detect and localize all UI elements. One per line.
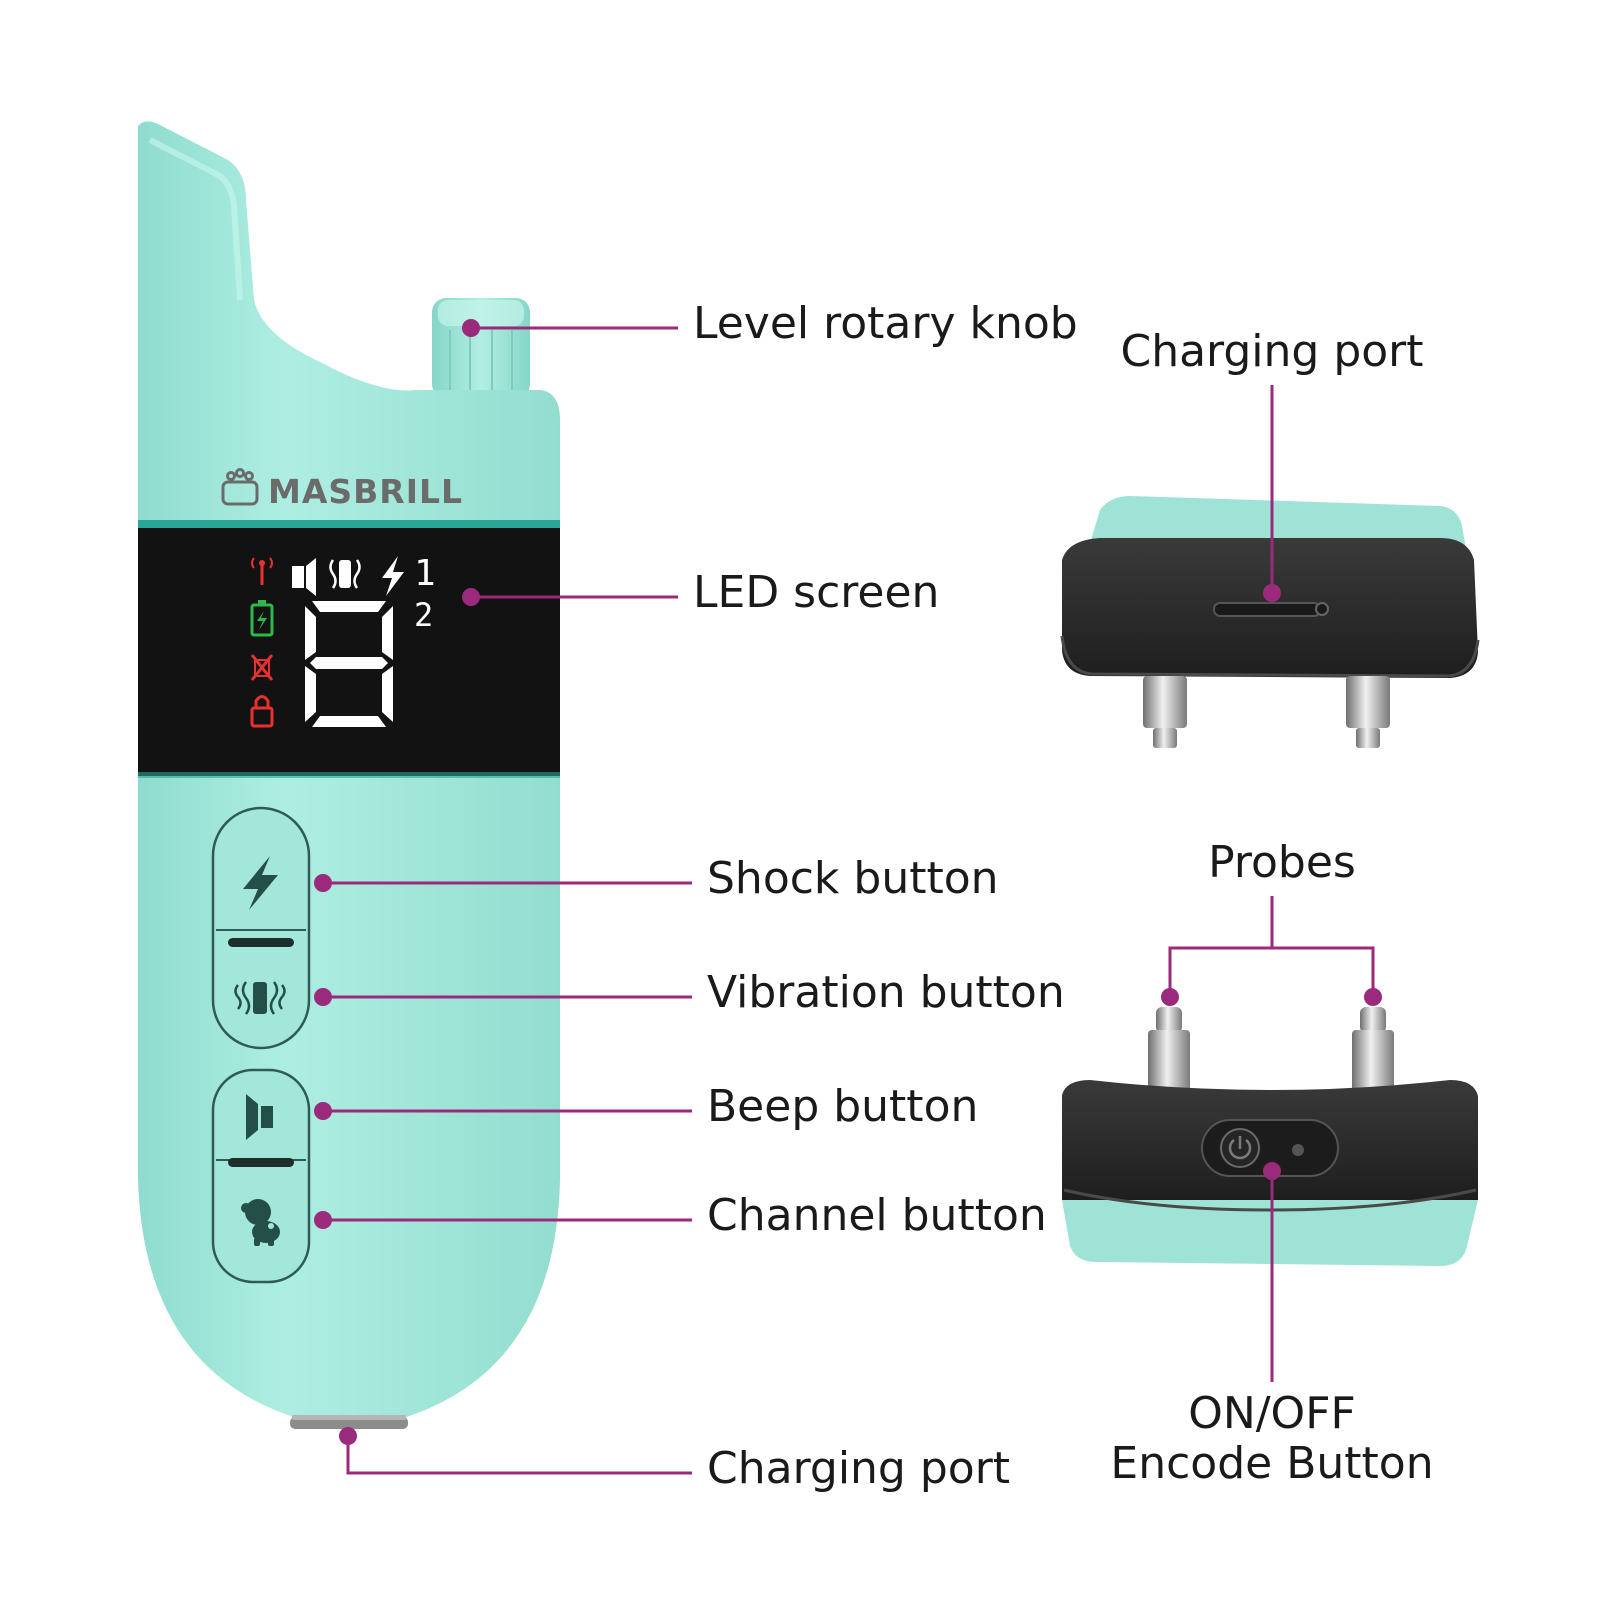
level-rotary-knob[interactable] xyxy=(432,298,530,398)
callout-lines xyxy=(314,319,1382,1475)
probe-right-top xyxy=(1346,676,1390,748)
lock-icon xyxy=(250,695,274,728)
channel-1-indicator: 1 xyxy=(414,553,436,594)
beep-channel-button-group xyxy=(211,1068,311,1284)
collar-bottom-view xyxy=(1062,1007,1478,1266)
label-encode-button: Encode Button xyxy=(1110,1438,1434,1489)
vibration-icon xyxy=(234,981,286,1015)
shock-mode-icon xyxy=(382,556,404,596)
collar-charging-port[interactable] xyxy=(1213,602,1329,617)
beep-button[interactable] xyxy=(216,1074,306,1156)
collar-top-view xyxy=(1060,496,1480,748)
battery-charging-icon xyxy=(250,600,274,637)
label-level-knob: Level rotary knob xyxy=(693,298,1078,349)
channel-2-indicator: 2 xyxy=(414,596,434,634)
beep-mode-icon xyxy=(292,558,316,596)
label-charging-port-collar: Charging port xyxy=(1120,326,1424,377)
probe-right-bottom xyxy=(1352,1007,1394,1094)
label-vibration-button: Vibration button xyxy=(707,967,1065,1018)
signal-icon xyxy=(251,557,273,585)
probe-left-top xyxy=(1143,676,1187,748)
label-led-screen: LED screen xyxy=(693,567,940,618)
shock-icon xyxy=(243,856,278,910)
label-shock-button: Shock button xyxy=(707,853,999,904)
dog-icon xyxy=(241,1199,280,1246)
vibration-mode-icon xyxy=(329,559,361,589)
vibration-button[interactable] xyxy=(216,948,306,1044)
shock-button[interactable] xyxy=(216,812,306,928)
beep-icon xyxy=(246,1094,273,1140)
label-on-off: ON/OFF xyxy=(1188,1388,1356,1439)
brand-name: MASBRILL xyxy=(268,472,464,511)
label-probes: Probes xyxy=(1208,837,1356,888)
label-channel-button: Channel button xyxy=(707,1190,1047,1241)
seven-segment-digit xyxy=(305,601,393,727)
probe-left-bottom xyxy=(1148,1007,1190,1094)
on-off-encode-button[interactable] xyxy=(1201,1119,1339,1177)
mute-icon xyxy=(250,654,274,681)
channel-button[interactable] xyxy=(216,1170,306,1278)
paw-logo-icon xyxy=(221,468,259,506)
label-beep-button: Beep button xyxy=(707,1081,979,1132)
label-charging-port-remote: Charging port xyxy=(707,1443,1011,1494)
power-icon xyxy=(1228,1136,1252,1160)
